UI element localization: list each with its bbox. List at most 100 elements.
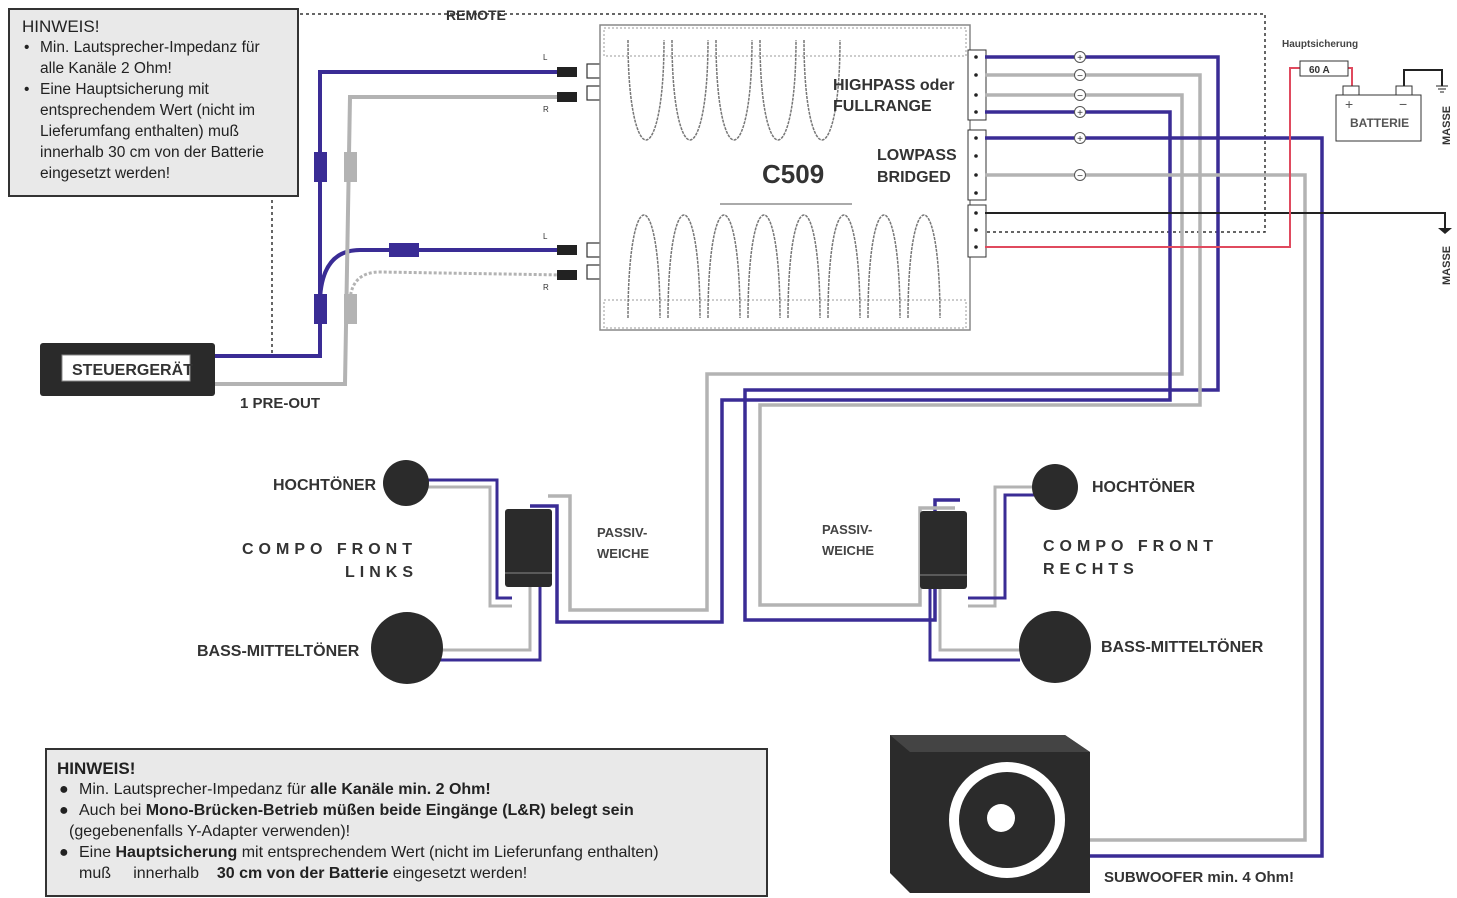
hint-text: (gegebenenfalls Y-Adapter verwenden)! <box>69 823 351 840</box>
heatsink-fin <box>627 39 665 141</box>
head-unit-label: STEUERGERÄT <box>72 361 193 379</box>
fullrange-label: FULLRANGE <box>833 98 932 115</box>
polarity-marker <box>1074 51 1086 63</box>
heatsink-fin <box>667 214 701 319</box>
rca-inputs <box>586 63 602 280</box>
woofer-left-label: BASS-MITTELTÖNER <box>197 641 360 660</box>
hint-item: Eine Hauptsicherung mit entsprechendem W… <box>57 842 756 863</box>
terminal-blocks <box>967 49 987 258</box>
polarity-plus: + <box>1077 53 1083 64</box>
rca-wire-rear-l <box>318 248 565 301</box>
heatsink-fin <box>747 214 781 319</box>
fuse <box>1299 60 1349 77</box>
terminal-screw <box>974 110 978 114</box>
battery-label: BATTERIE <box>1350 116 1409 130</box>
heatsink-fin <box>867 214 901 319</box>
terminal-screw <box>974 211 978 215</box>
lowpass-label: LOWPASS <box>877 147 957 164</box>
terminal-screw <box>974 136 978 140</box>
battery-plus: + <box>1345 96 1353 112</box>
subwoofer-label: SUBWOOFER min. 4 Ohm! <box>1104 869 1294 886</box>
tweeter-left <box>383 460 429 506</box>
hint-bold: Mono-Brücken-Betrieb müßen beide Eingäng… <box>145 802 634 819</box>
hint-bold: Hauptsicherung <box>115 844 238 861</box>
terminal-screw <box>974 154 978 158</box>
rca-r-label: R <box>543 283 549 292</box>
polarity-plus: + <box>1077 134 1083 145</box>
hint-text: Min. Lautsprecher-Impedanz für <box>79 781 311 798</box>
heatsink-fin <box>715 39 753 141</box>
compo-right-label-2: RECHTS <box>1043 561 1139 578</box>
ground-label: MASSE <box>1441 106 1453 145</box>
ground-icon <box>1438 228 1452 234</box>
polarity-marker <box>1074 132 1086 144</box>
terminal-screw <box>974 245 978 249</box>
woofer-right <box>1019 611 1091 683</box>
tweeter-right-label: HOCHTÖNER <box>1092 477 1196 496</box>
terminal-screw <box>974 55 978 59</box>
polarity-minus: − <box>1077 91 1083 102</box>
amp-model: C509 <box>762 159 824 189</box>
hint-bold: 30 cm von der Batterie <box>216 865 389 882</box>
remote-wire <box>300 13 1266 233</box>
y-adapter <box>344 294 357 324</box>
power-wire-battery <box>1348 67 1353 86</box>
hint-text: Auch bei <box>79 802 146 819</box>
rca-l-label: L <box>543 232 548 241</box>
battery-ground-wire <box>1403 69 1443 86</box>
crossover-left-label-2: WEICHE <box>597 546 649 561</box>
sub-wire-minus <box>985 173 1307 842</box>
tweeter-left-label: HOCHTÖNER <box>273 475 377 494</box>
ground-label: MASSE <box>1441 246 1453 285</box>
polarity-marker <box>1074 89 1086 101</box>
polarity-minus: − <box>1077 71 1083 82</box>
rca-r-label: R <box>543 105 549 114</box>
hint-text: mit entsprechendem Wert (nicht im Liefer… <box>237 844 659 861</box>
rca-wire-front-l <box>215 70 565 358</box>
hint-item: Eine Hauptsicherung mit entsprechendem W… <box>22 79 285 184</box>
speaker-wire-front-l-plus <box>530 110 1172 624</box>
subwoofer <box>890 735 1090 893</box>
heatsink-fin <box>759 39 797 141</box>
polarity-minus: − <box>1077 171 1083 182</box>
woofer-left <box>371 612 443 684</box>
heatsink-fin <box>827 214 861 319</box>
crossover-left-label: PASSIV- <box>597 525 647 540</box>
amplifier: C509 HIGHPASS oder FULLRANGE LOWPASS BRI… <box>599 24 987 331</box>
head-unit: STEUERGERÄT <box>40 343 215 396</box>
hint-box-bottom: HINWEIS! Min. Lautsprecher-Impedanz für … <box>45 748 768 897</box>
hint-text: muß innerhalb <box>79 865 217 882</box>
y-adapter <box>314 294 327 324</box>
heatsink-fin <box>627 214 661 319</box>
y-adapter <box>314 152 327 182</box>
hint-item: Auch bei Mono-Brücken-Betrieb müßen beid… <box>57 800 756 821</box>
rca-l-label: L <box>543 53 548 62</box>
speaker-wire-front-l-minus <box>548 93 1184 612</box>
hint-item: Min. Lautsprecher-Impedanz für alle Kanä… <box>57 779 756 800</box>
hint-box-top: HINWEIS! Min. Lautsprecher-Impedanz für … <box>8 8 299 197</box>
terminal-screw <box>974 73 978 77</box>
terminal-screw <box>974 228 978 232</box>
ground-wire <box>985 212 1446 228</box>
compo-left-label: COMPO FRONT <box>242 541 417 558</box>
crossover-right <box>920 511 967 589</box>
compo-left-label-2: LINKS <box>345 564 418 581</box>
pre-out-label: 1 PRE-OUT <box>240 395 320 412</box>
heatsink-fin <box>787 214 821 319</box>
battery: + − BATTERIE <box>1335 85 1422 142</box>
ground-icon <box>1436 85 1448 93</box>
remote-wire-headunit <box>215 196 273 357</box>
woofer-right-label: BASS-MITTELTÖNER <box>1101 637 1264 656</box>
inline-connector <box>389 243 419 257</box>
terminal-screw <box>974 173 978 177</box>
polarity-marker <box>1074 106 1086 118</box>
polarity-marker <box>1074 169 1086 181</box>
crossover-right-label-2: WEICHE <box>822 543 874 558</box>
crossover-left <box>505 509 552 587</box>
hint-text: Eine <box>79 844 116 861</box>
polarity-marker <box>1074 69 1086 81</box>
compo-right-label: COMPO FRONT <box>1043 538 1218 555</box>
hint-item: Min. Lautsprecher-Impedanz für alle Kanä… <box>22 37 285 79</box>
